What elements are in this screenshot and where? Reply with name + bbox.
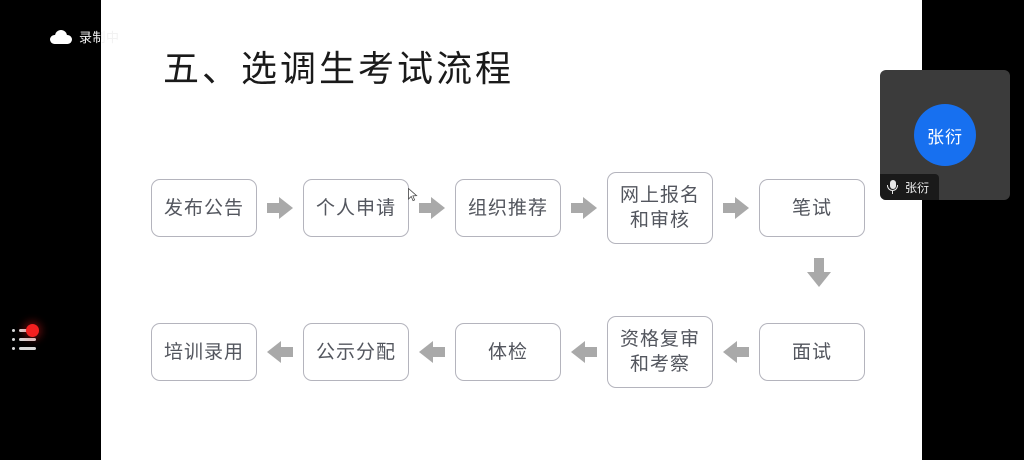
flow-step-online-registration-review[interactable]: 网上报名 和审核 (607, 172, 713, 244)
arrow-right-icon (571, 197, 597, 219)
shared-slide: 五、选调生考试流程 发布公告 个人申请 组织推荐 (101, 0, 922, 460)
flow-arrow-slot (713, 341, 759, 363)
flow-step-label: 体检 (487, 341, 528, 363)
flow-step-label: 组织推荐 (467, 197, 548, 219)
list-bullet (12, 338, 15, 341)
flow-step-qualification-review-investigation[interactable]: 资格复审 和考察 (607, 316, 713, 388)
flow-step-written-exam[interactable]: 笔试 (759, 179, 865, 237)
avatar: 张衍 (914, 104, 976, 166)
flow-step-label: 个人申请 (315, 197, 396, 219)
arrow-left-icon (571, 341, 597, 363)
flow-step-label: 笔试 (791, 197, 832, 219)
participant-name: 张衍 (905, 180, 930, 195)
flow-step-interview[interactable]: 面试 (759, 323, 865, 381)
flow-step-label: 面试 (791, 341, 832, 363)
list-bar (19, 347, 36, 350)
flow-arrow-slot (257, 341, 303, 363)
arrow-right-icon (267, 197, 293, 219)
flow-step-publish-notice[interactable]: 发布公告 (151, 179, 257, 237)
flow-step-label: 发布公告 (163, 197, 244, 219)
arrow-right-icon (419, 197, 445, 219)
list-bullet (12, 347, 15, 350)
flow-step-physical-exam[interactable]: 体检 (455, 323, 561, 381)
flow-step-label-line1: 网上报名 (619, 185, 700, 206)
arrow-left-icon (419, 341, 445, 363)
flow-arrow-slot (257, 197, 303, 219)
slide-title: 五、选调生考试流程 (163, 48, 515, 89)
flow-step-label-line2: 和审核 (629, 210, 690, 231)
cloud-icon (50, 29, 72, 44)
list-bullet (12, 329, 15, 332)
flow-step-label-line1: 资格复审 (619, 329, 700, 350)
participant-video-tile[interactable]: 张衍 张衍 (880, 70, 1010, 200)
arrow-left-icon (267, 341, 293, 363)
flow-step-training-employment[interactable]: 培训录用 (151, 323, 257, 381)
microphone-icon[interactable] (886, 179, 899, 195)
list-icon[interactable] (10, 324, 44, 358)
flow-arrow-slot (409, 341, 455, 363)
list-bar (19, 338, 36, 341)
flow-step-organization-recommendation[interactable]: 组织推荐 (455, 179, 561, 237)
flow-step-label: 培训录用 (163, 341, 244, 363)
recording-indicator: 录制中 (50, 27, 120, 46)
arrow-down-icon (807, 258, 831, 288)
recording-label: 录制中 (79, 30, 120, 45)
mouse-cursor-icon (408, 188, 418, 202)
flow-arrow-slot (561, 341, 607, 363)
flow-row-bottom: 培训录用 公示分配 体检 (151, 312, 865, 392)
arrow-left-icon (723, 341, 749, 363)
flow-step-personal-application[interactable]: 个人申请 (303, 179, 409, 237)
participant-name-badge: 张衍 (880, 174, 940, 200)
flow-diagram: 发布公告 个人申请 组织推荐 (101, 0, 922, 460)
flow-arrow-slot (561, 197, 607, 219)
flow-arrow-slot (409, 197, 455, 219)
arrow-right-icon (723, 197, 749, 219)
left-rail[interactable] (8, 320, 52, 364)
red-notification-dot (26, 324, 39, 337)
flow-row-top: 发布公告 个人申请 组织推荐 (151, 168, 865, 248)
flow-step-label: 公示分配 (315, 341, 396, 363)
flow-step-publicity-assignment[interactable]: 公示分配 (303, 323, 409, 381)
flow-step-label-line2: 和考察 (629, 354, 690, 375)
flow-arrow-slot (713, 197, 759, 219)
